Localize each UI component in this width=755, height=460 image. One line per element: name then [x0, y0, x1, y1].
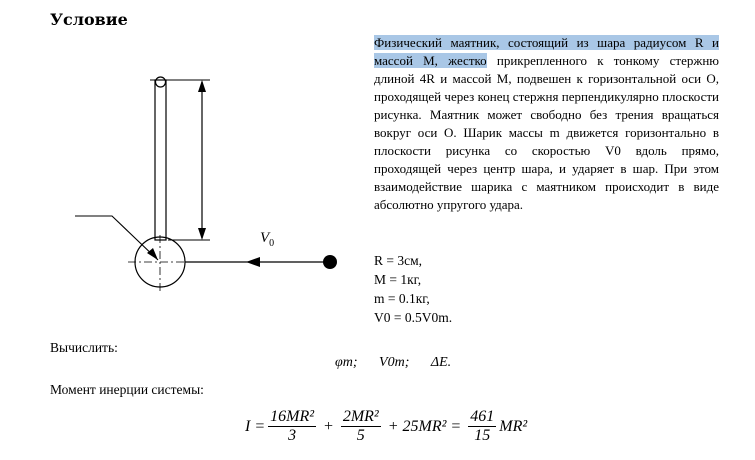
problem-text: прикрепленного к тонкому стержню длиной … — [374, 53, 719, 212]
given-values: R = 3см, M = 1кг, m = 0.1кг, V0 = 0.5V0m… — [374, 251, 452, 327]
section-heading: Условие — [50, 10, 128, 29]
given-item: V0 = 0.5V0m. — [374, 310, 453, 325]
pivot-axis — [154, 76, 167, 88]
calc-item: V0m; — [379, 355, 410, 370]
radius-leader — [75, 215, 159, 261]
pendulum-figure: V0 — [75, 76, 337, 292]
velocity-arrow — [246, 257, 260, 267]
velocity-label: V0 — [260, 230, 274, 249]
rod — [154, 79, 167, 241]
calc-item: φm; — [335, 355, 358, 370]
calc-item: ΔE. — [430, 355, 452, 370]
dimension-arrow-up — [198, 80, 206, 92]
formula-tail: MR² — [499, 417, 528, 435]
given-item: m = 0.1кг, — [374, 291, 430, 306]
fraction-2: 2MR² 5 — [340, 408, 381, 444]
formula-term-3: + 25MR² = — [387, 417, 462, 435]
fraction-result: 461 15 — [468, 408, 497, 444]
inertia-label: Момент инерции системы: — [50, 382, 204, 397]
projectile-ball — [323, 255, 337, 269]
dimension-arrow-down — [198, 228, 206, 240]
inertia-formula: I = 16MR² 3 + 2MR² 5 + 25MR² = 461 15 MR… — [245, 408, 528, 444]
given-item: M = 1кг, — [374, 272, 422, 287]
calculate-label: Вычислить: — [50, 340, 118, 355]
calculate-list: φm; V0m; ΔE. — [335, 355, 469, 371]
problem-statement: Физический маятник, состоящий из шара ра… — [374, 34, 719, 214]
fraction-1: 16MR² 3 — [268, 408, 317, 444]
given-item: R = 3см, — [374, 253, 423, 268]
formula-lhs: I = — [245, 417, 266, 435]
